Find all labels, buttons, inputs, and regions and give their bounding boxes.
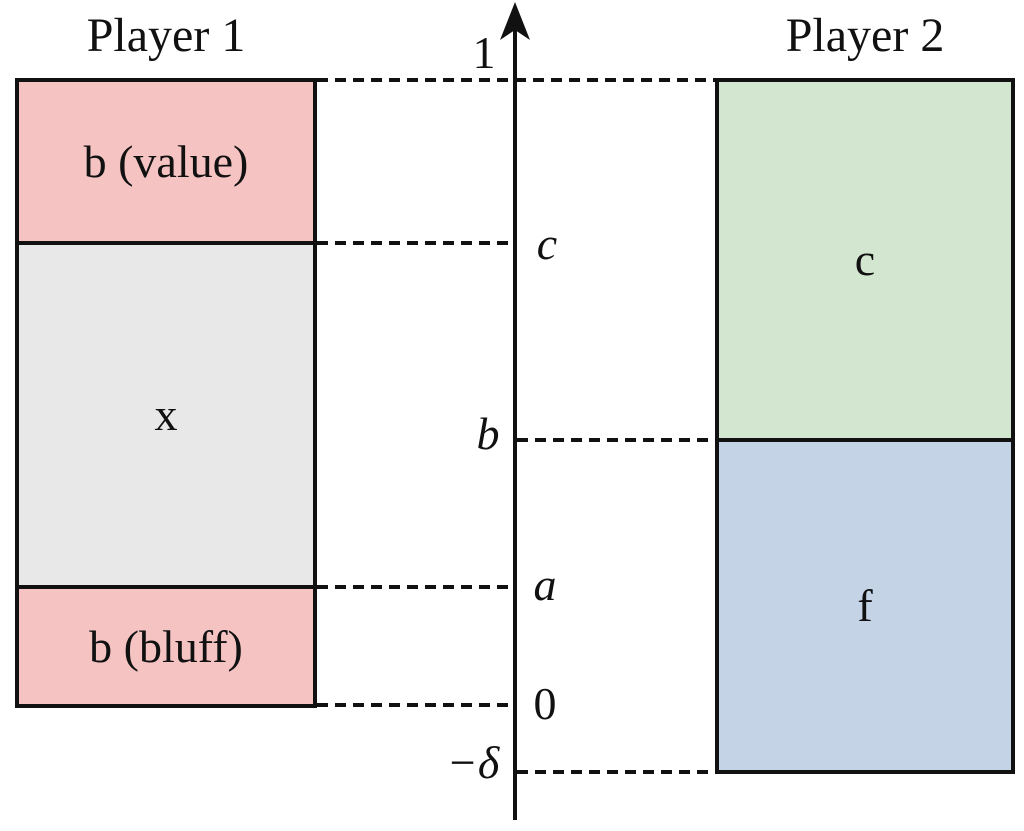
axis-arrowhead-icon	[500, 2, 530, 40]
player1-divider-c	[19, 241, 313, 245]
player1-region-x-label: x	[154, 389, 178, 440]
player2-region-f-label: f	[857, 580, 873, 631]
player2-region-c-label: c	[854, 234, 876, 285]
axis-label-neg-delta: −δ	[446, 737, 500, 788]
player1-column: b (value) x b (bluff)	[15, 78, 317, 708]
axis-line	[513, 26, 517, 820]
player1-divider-a	[19, 585, 313, 589]
player1-region-b-bluff: b (bluff)	[19, 589, 313, 704]
axis-label-c: c	[536, 218, 558, 269]
axis-label-one: 1	[472, 27, 496, 78]
player1-region-b-bluff-label: b (bluff)	[89, 620, 243, 672]
dashed-line-c	[317, 241, 509, 245]
axis-label-zero: 0	[533, 678, 557, 729]
player2-column: c f	[715, 78, 1015, 774]
axis-label-b: b	[476, 408, 500, 459]
dashed-line-a	[317, 585, 511, 589]
dashed-line-b	[517, 438, 715, 442]
player1-region-b-value-label: b (value)	[83, 135, 249, 187]
player2-divider-b	[719, 438, 1011, 442]
player1-title: Player 1	[86, 9, 246, 62]
player2-title: Player 2	[785, 9, 945, 62]
player1-region-b-value: b (value)	[19, 82, 313, 241]
player1-region-x: x	[19, 245, 313, 585]
player2-region-f: f	[719, 442, 1011, 770]
dashed-line-zero	[317, 703, 511, 707]
dashed-line-neg-delta	[517, 770, 715, 774]
player2-region-c: c	[719, 82, 1011, 438]
axis-label-a: a	[533, 559, 557, 610]
